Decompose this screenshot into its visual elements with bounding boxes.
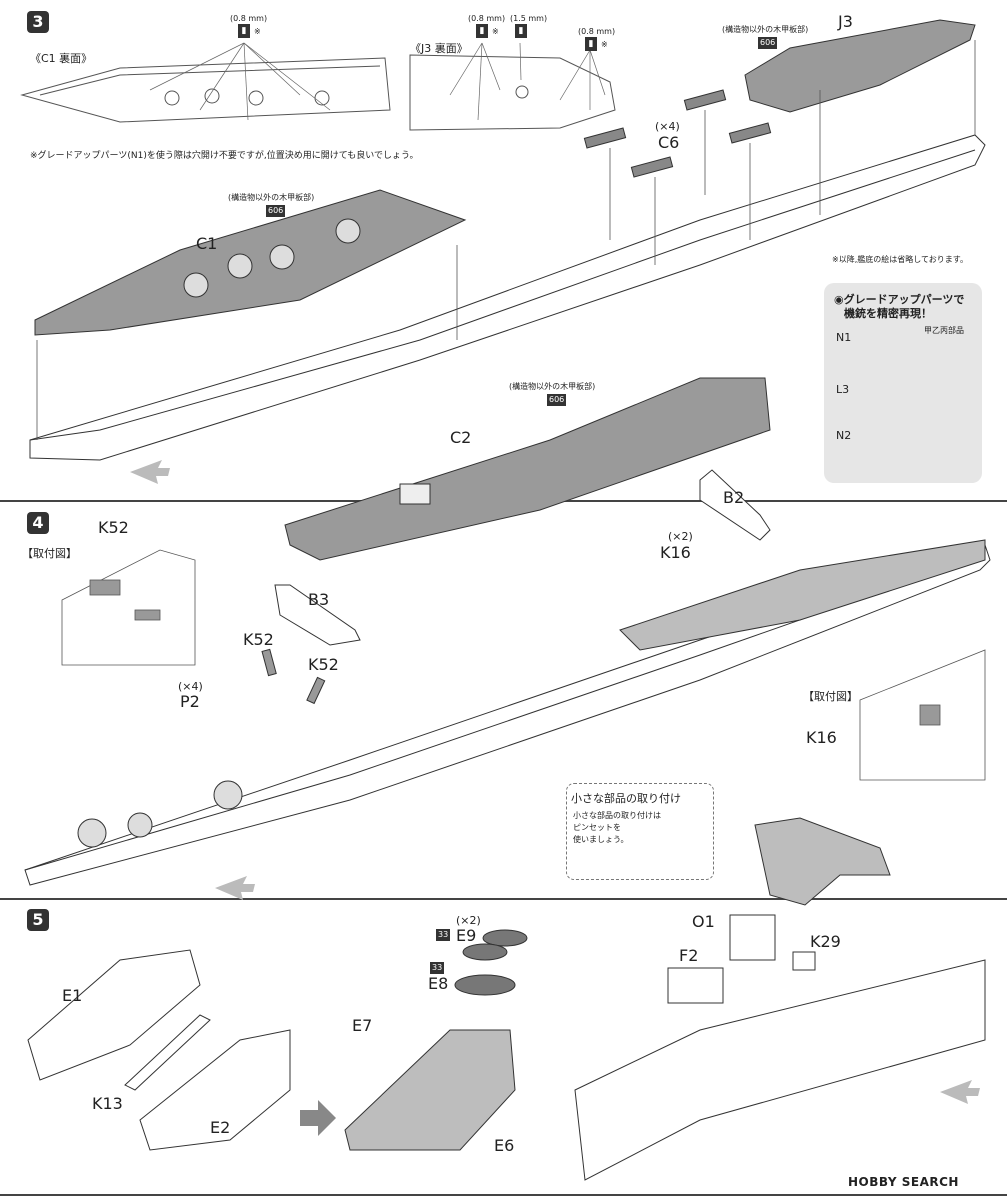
funnel-assembly <box>754 817 891 906</box>
o1-part <box>729 914 776 961</box>
direction-arrow-3 <box>130 460 170 484</box>
tip-line-3: 使いましょう。 <box>573 835 629 844</box>
grade-up-n2: N2 <box>836 429 852 442</box>
k16-quantity: (×2) <box>668 530 693 543</box>
c2-mounted-deck <box>619 539 986 651</box>
e2-part <box>139 1029 291 1151</box>
grade-up-box: ◉グレードアップパーツで 機銃を精密再現！ 甲乙丙部品 N1 L3 N2 <box>824 283 982 483</box>
divider-step4-step5 <box>0 898 1007 900</box>
e9-part <box>482 929 528 947</box>
j3-rear-label: 《J3 裏面》 <box>410 42 468 55</box>
paint-code-c1: 606 <box>266 205 286 217</box>
drill-size-j3-b: (1.5 mm) <box>510 14 548 23</box>
drill-size-j3-a: (0.8 mm) <box>468 14 506 23</box>
part-label-e6: E6 <box>494 1136 515 1155</box>
c1-rear-label: 《C1 裏面》 <box>30 52 93 65</box>
install-view-k52-sketch <box>61 549 196 666</box>
drill-icon-j3-b: ▮ <box>515 24 527 38</box>
part-label-k29: K29 <box>810 932 841 951</box>
tip-line-1: 小さな部品の取り付けは <box>573 811 661 820</box>
part-label-e1: E1 <box>62 986 83 1005</box>
wood-deck-note-c1: (構造物以外の木甲板部) <box>228 193 315 202</box>
e1-part <box>27 949 201 1081</box>
install-view-k16-sketch <box>859 649 986 781</box>
drill-icon-j3-a: ▮ <box>476 24 488 38</box>
paint-code-j3: 606 <box>758 37 778 49</box>
grade-up-n1: N1 <box>836 331 852 344</box>
part-label-e9: E9 <box>456 926 477 945</box>
part-label-k16-a: K16 <box>660 543 691 562</box>
divider-bottom <box>0 1194 1007 1196</box>
part-label-k16-b: K16 <box>806 728 837 747</box>
drill-size-j3-c: (0.8 mm) <box>578 27 616 36</box>
c6-quantity: (×4) <box>655 120 680 133</box>
drill-icon-j3-c: ▮ <box>585 37 597 51</box>
e7-e6-assembled <box>344 1029 516 1151</box>
grade-up-title-1: ◉グレードアップパーツで <box>834 293 965 306</box>
part-label-c2: C2 <box>450 428 472 447</box>
direction-arrow-5 <box>940 1080 980 1104</box>
c6-parts <box>583 89 772 178</box>
f2-part <box>667 967 724 1004</box>
paint-code-e8: 33 <box>430 962 445 974</box>
part-label-f2: F2 <box>679 946 699 965</box>
k29-part <box>792 951 816 971</box>
part-label-k52-b: K52 <box>243 630 274 649</box>
paint-code-c2: 606 <box>547 394 567 406</box>
step-number-3: 3 <box>27 11 49 33</box>
part-label-k52-a: K52 <box>98 518 129 537</box>
b3-part <box>274 584 361 646</box>
hull-step3 <box>29 134 986 461</box>
assembly-arrow-5 <box>300 1100 336 1136</box>
tip-line-2: ピンセットを <box>573 823 621 832</box>
step-number-5: 5 <box>27 909 49 931</box>
part-label-c1: C1 <box>196 234 218 253</box>
step-number-4: 4 <box>27 512 49 534</box>
part-label-c6: C6 <box>658 133 680 152</box>
grade-up-l3: L3 <box>836 383 850 396</box>
part-label-o1: O1 <box>692 912 715 931</box>
hull-step5 <box>574 959 986 1181</box>
c1-rear-view <box>20 57 391 123</box>
c2-deck-part <box>284 377 771 561</box>
wood-deck-note-j3: (構造物以外の木甲板部) <box>722 25 809 34</box>
note-grade-up: ※グレードアップパーツ(N1)を使う際は穴開け不要ですが,位置決め用に開けても良… <box>30 151 419 161</box>
part-label-e8: E8 <box>428 974 449 993</box>
k13-part <box>124 1014 211 1091</box>
drill-mark-c1: ※ <box>254 27 261 36</box>
hobby-search-logo: HOBBY SEARCH <box>848 1175 959 1189</box>
part-label-j3: J3 <box>838 12 853 31</box>
drill-mark-j3-a: ※ <box>492 27 499 36</box>
e9-quantity: (×2) <box>456 914 481 927</box>
tip-small-parts-box: 小さな部品の取り付け 小さな部品の取り付けは ピンセットを 使いましょう。 <box>566 783 714 880</box>
grade-up-subtitle: 甲乙丙部品 <box>924 326 964 335</box>
drill-icon-c1: ▮ <box>238 24 250 38</box>
j3-rear-view <box>409 54 616 131</box>
paint-code-e9: 33 <box>436 929 451 941</box>
install-view-label-2: 【取付図】 <box>803 690 858 703</box>
wood-deck-note-c2: (構造物以外の木甲板部) <box>509 382 596 391</box>
install-view-label-1: 【取付図】 <box>22 547 77 560</box>
drill-mark-j3-c: ※ <box>601 40 608 49</box>
part-label-e7: E7 <box>352 1016 373 1035</box>
j3-deck-part <box>744 19 976 113</box>
e8-part <box>454 974 516 996</box>
tip-title: 小さな部品の取り付け <box>571 792 681 805</box>
b2-part <box>699 469 771 541</box>
part-label-b2: B2 <box>723 488 745 507</box>
part-label-e2: E2 <box>210 1118 231 1137</box>
direction-arrow-4 <box>215 876 255 900</box>
part-label-p2: P2 <box>180 692 200 711</box>
drill-size-c1: (0.8 mm) <box>230 14 268 23</box>
part-label-k52-c: K52 <box>308 655 339 674</box>
p2-quantity: (×4) <box>178 680 203 693</box>
part-label-b3: B3 <box>308 590 330 609</box>
part-label-k13: K13 <box>92 1094 123 1113</box>
grade-up-title-2: 機銃を精密再現！ <box>844 307 932 320</box>
note-hull-omit: ※以降,艦底の絵は省略しております。 <box>832 255 968 264</box>
